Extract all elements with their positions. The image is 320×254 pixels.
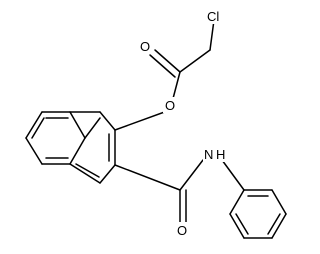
bond [99, 111, 116, 131]
bond [229, 189, 245, 215]
bond [179, 159, 204, 191]
bonds [25, 19, 287, 239]
bond [31, 117, 45, 139]
bond [114, 164, 181, 191]
bond [221, 159, 245, 191]
bond [25, 111, 43, 139]
bond [84, 117, 101, 139]
ester-oxygen-atom-label: O [165, 98, 175, 113]
bond [75, 163, 100, 178]
bond [229, 213, 245, 239]
bond [271, 189, 287, 215]
bond [149, 54, 176, 78]
bond [235, 213, 249, 235]
bond [267, 213, 281, 235]
bond [25, 137, 43, 165]
bond [209, 19, 215, 51]
bond [69, 111, 86, 139]
carbonyl-oxygen-atom-label: O [140, 39, 150, 54]
amide-oxygen-atom-label: O [177, 223, 187, 238]
bond [69, 163, 101, 184]
bond [179, 49, 211, 73]
nitrogen-atom-label: N [204, 147, 213, 162]
bond [99, 164, 116, 184]
hydrogen-atom-label: H [216, 147, 225, 162]
chlorine-atom-label: Cl [207, 9, 219, 24]
bond [271, 213, 287, 239]
bond [114, 109, 171, 131]
bond [69, 137, 86, 165]
bond [154, 49, 181, 73]
atom-labels: Cl O O N H O [138, 8, 228, 238]
